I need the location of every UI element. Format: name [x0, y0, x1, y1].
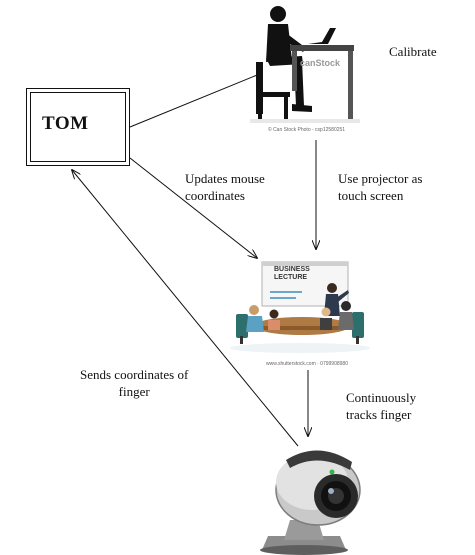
- tom-label: TOM: [42, 113, 89, 134]
- tom-node: TOM: [26, 88, 130, 166]
- label-calibrate: Calibrate: [389, 44, 437, 59]
- edge-tom-lecture: [129, 157, 257, 258]
- business-lecture-illustration: [230, 261, 370, 353]
- edge-tom-user: [129, 72, 263, 128]
- webcam-illustration: [260, 450, 361, 555]
- lecture-title: BUSINESS LECTURE: [274, 266, 310, 281]
- laptop-user-illustration: [250, 6, 360, 123]
- label-tracks-finger: Continuously tracks finger: [346, 390, 417, 422]
- laptop-user-brand: canStock: [300, 58, 341, 68]
- tom-node-inner-border: [30, 92, 126, 162]
- laptop-user-credit: © Can Stock Photo - csp12580251: [268, 127, 346, 133]
- edge-webcam-tom: [72, 170, 299, 447]
- label-use-projector: Use projector as touch screen: [338, 171, 423, 203]
- lecture-credit: www.shutterstock.com · 0799908980: [266, 361, 348, 367]
- label-sends-coordinates: Sends coordinates of finger: [80, 367, 189, 399]
- label-updates-mouse-coordinates: Updates mouse coordinates: [185, 171, 265, 203]
